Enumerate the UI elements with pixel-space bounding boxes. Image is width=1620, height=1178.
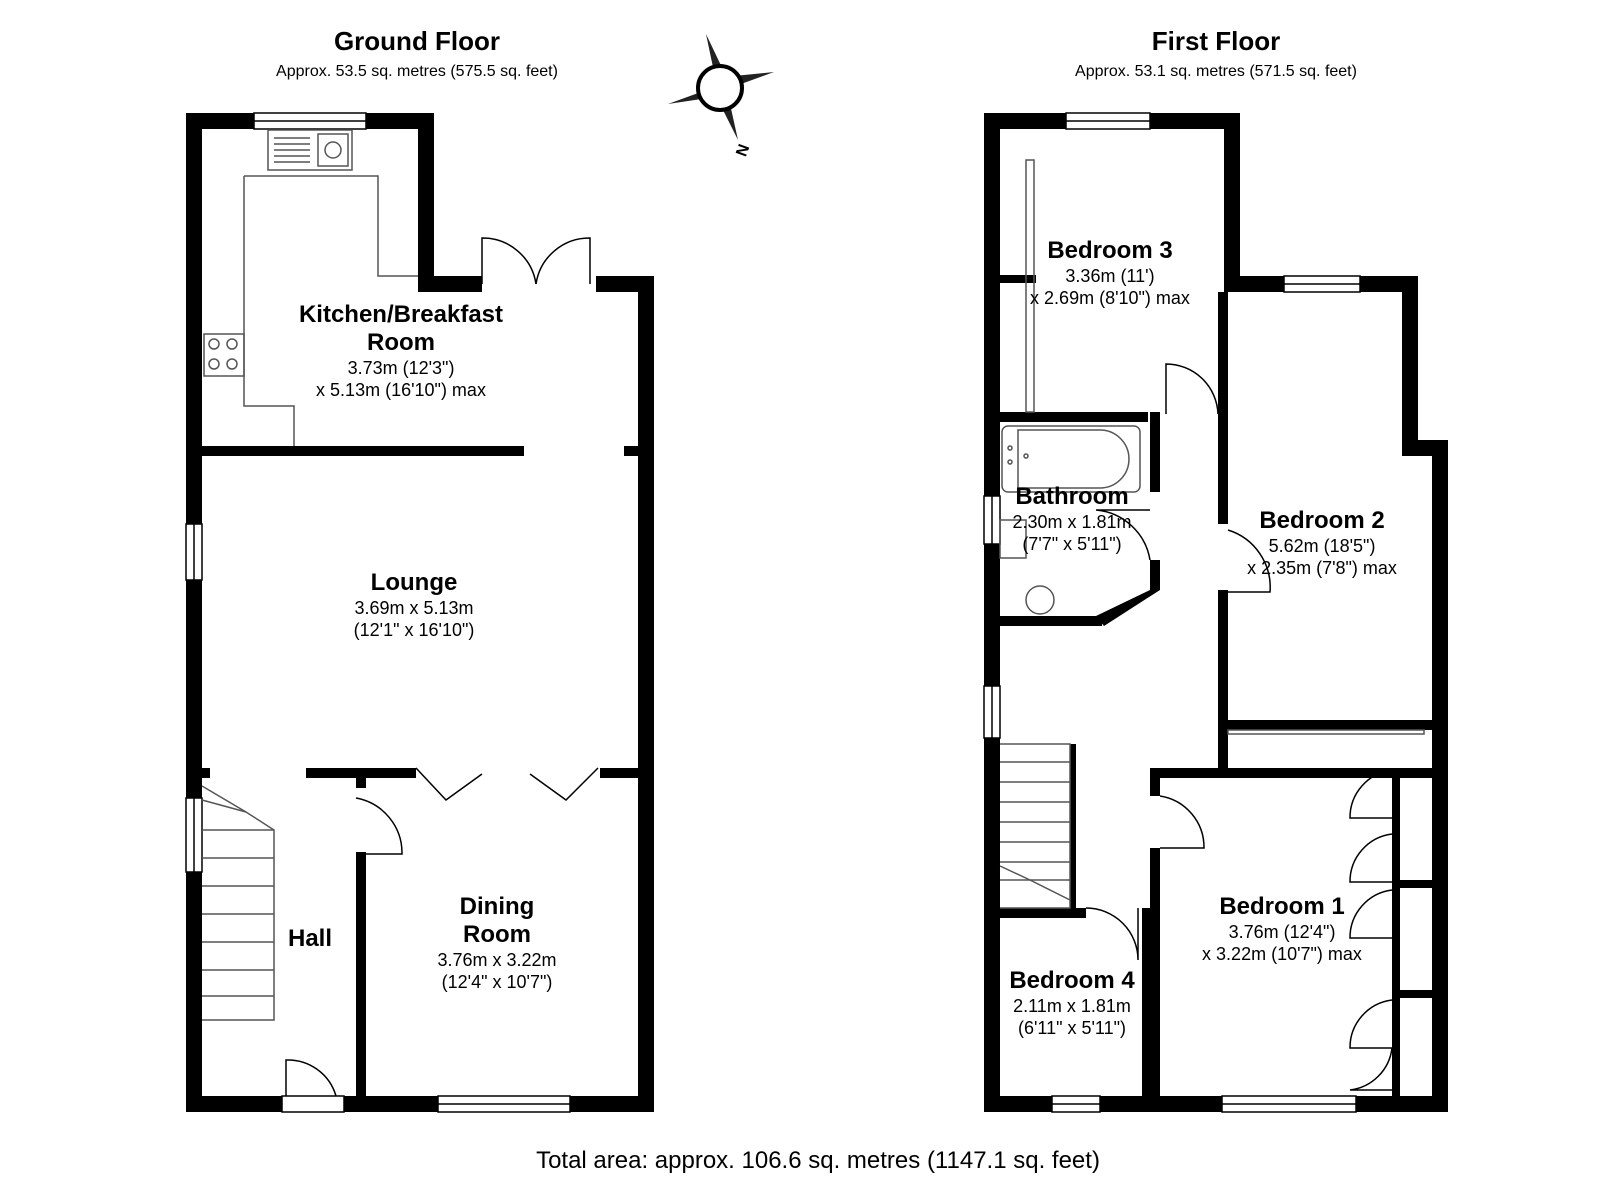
kitchen-dim-line2: x 5.13m (16'10") max xyxy=(316,380,486,400)
hall-name: Hall xyxy=(288,925,332,952)
room-label-bedroom3: Bedroom 3 3.36m (11') x 2.69m (8'10") ma… xyxy=(1030,237,1190,308)
bedroom4-dim-line1: 2.11m x 1.81m xyxy=(1013,996,1131,1016)
first-floor-area: Approx. 53.1 sq. metres (571.5 sq. feet) xyxy=(1075,63,1357,80)
compass-north-letter: N xyxy=(733,142,753,159)
dining-dim-line2: (12'4" x 10'7") xyxy=(442,972,553,992)
dining-name-line2: Room xyxy=(463,921,531,948)
ground-floor-windows xyxy=(185,112,571,1113)
first-floor-windows xyxy=(983,112,1361,1113)
bedroom2-dim-line2: x 2.35m (7'8") max xyxy=(1247,558,1397,578)
first-floor-doors xyxy=(1085,363,1393,1091)
ground-floor-walls xyxy=(186,113,654,1112)
bedroom2-dim-line1: 5.62m (18'5") xyxy=(1269,536,1376,556)
bedroom1-dim-line1: 3.76m (12'4") xyxy=(1229,922,1336,942)
first-floor-fittings xyxy=(999,159,1425,909)
first-floor-walls xyxy=(984,113,1448,1112)
room-label-lounge: Lounge 3.69m x 5.13m (12'1" x 16'10") xyxy=(354,569,475,640)
dining-name-line1: Dining xyxy=(460,893,535,920)
ground-floor-title: Ground Floor xyxy=(334,26,500,56)
room-label-bedroom1: Bedroom 1 3.76m (12'4") x 3.22m (10'7") … xyxy=(1202,893,1362,964)
kitchen-dim-line1: 3.73m (12'3") xyxy=(348,358,455,378)
bathroom-name: Bathroom xyxy=(1015,483,1128,510)
lounge-dim-line1: 3.69m x 5.13m xyxy=(354,598,473,618)
ground-floor-staircase xyxy=(201,785,275,1021)
lounge-dim-line2: (12'1" x 16'10") xyxy=(354,620,475,640)
bedroom4-dim-line2: (6'11" x 5'11") xyxy=(1018,1018,1126,1038)
room-label-bathroom: Bathroom 2.30m x 1.81m (7'7" x 5'11") xyxy=(1012,483,1131,554)
bedroom3-dim-line1: 3.36m (11') xyxy=(1065,266,1154,286)
dining-dim-line1: 3.76m x 3.22m xyxy=(437,950,556,970)
room-label-bedroom4: Bedroom 4 2.11m x 1.81m (6'11" x 5'11") xyxy=(1009,967,1135,1038)
lounge-name: Lounge xyxy=(371,569,458,596)
bathroom-dim-line1: 2.30m x 1.81m xyxy=(1012,512,1131,532)
bedroom1-dim-line2: x 3.22m (10'7") max xyxy=(1202,944,1362,964)
ground-floor-area: Approx. 53.5 sq. metres (575.5 sq. feet) xyxy=(276,63,558,80)
total-area: Total area: approx. 106.6 sq. metres (11… xyxy=(536,1147,1100,1174)
ground-floor-doors xyxy=(285,767,599,1097)
kitchen-name-line1: Kitchen/Breakfast xyxy=(299,301,503,328)
room-label-kitchen: Kitchen/Breakfast Room 3.73m (12'3") x 5… xyxy=(299,301,503,400)
first-floor-title: First Floor xyxy=(1152,26,1281,56)
kitchen-name-line2: Room xyxy=(367,329,435,356)
kitchen-french-doors xyxy=(481,237,591,285)
room-label-dining: Dining Room 3.76m x 3.22m (12'4" x 10'7"… xyxy=(437,893,556,992)
room-label-bedroom2: Bedroom 2 5.62m (18'5") x 2.35m (7'8") m… xyxy=(1247,507,1397,578)
bedroom1-name: Bedroom 1 xyxy=(1219,893,1344,920)
bedroom3-name: Bedroom 3 xyxy=(1047,237,1172,264)
bathroom-dim-line2: (7'7" x 5'11") xyxy=(1022,534,1121,554)
kitchen-fittings xyxy=(203,129,418,446)
compass-icon: N xyxy=(668,34,774,159)
bedroom2-name: Bedroom 2 xyxy=(1259,507,1384,534)
bedroom3-dim-line2: x 2.69m (8'10") max xyxy=(1030,288,1190,308)
bedroom4-name: Bedroom 4 xyxy=(1009,967,1135,994)
